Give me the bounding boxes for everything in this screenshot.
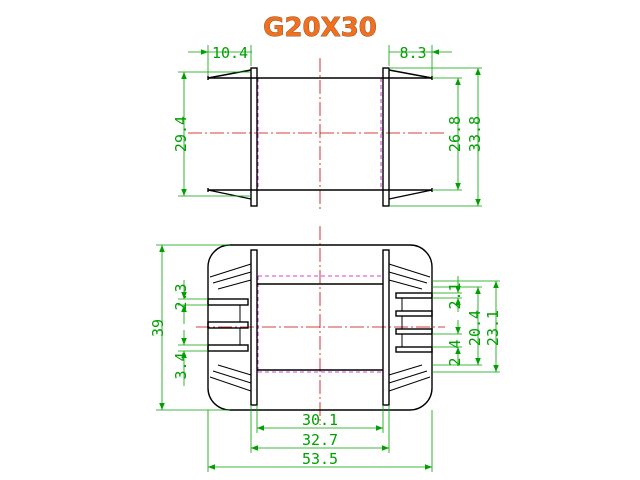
front-view-flanges [250,249,390,406]
dim-pin-offset-right: 2.4 [432,320,464,367]
svg-text:23.1: 23.1 [484,310,502,346]
front-view-left-pins [207,298,249,352]
dim-pin-offset-left: 3.4 [172,330,208,386]
svg-text:33.8: 33.8 [466,116,484,152]
dim-height-outer: 33.8 [389,67,484,207]
svg-text:10.4: 10.4 [212,44,248,62]
front-view-right-pins [395,292,433,353]
front-view-chamfers [209,263,431,392]
dim-flange-left: 10.4 [188,44,252,76]
dim-overall-width: 53.5 [207,410,433,472]
svg-text:39: 39 [149,319,167,337]
svg-text:2.3: 2.3 [172,283,190,310]
front-view-hidden-lines [257,275,384,373]
front-view-core-window [257,283,383,371]
dim-pin-pitch-left: 2.3 [172,280,208,324]
svg-text:32.7: 32.7 [302,431,338,449]
svg-text:53.5: 53.5 [302,450,338,468]
dim-window-width: 30.1 [256,405,384,433]
svg-text:2.1: 2.1 [446,282,464,309]
dim-height-inner: 26.8 [432,77,464,191]
svg-text:3.4: 3.4 [172,352,190,379]
svg-text:20.4: 20.4 [466,310,484,346]
dim-height-left: 29.4 [172,71,251,197]
svg-text:30.1: 30.1 [302,411,338,429]
front-view: 39 2.3 3.4 2.1 [149,226,502,472]
drawing-title: G20X30 [263,13,377,43]
dim-core-width: 32.7 [250,405,390,453]
dim-pin-span-inner: 20.4 [432,286,484,366]
svg-text:26.8: 26.8 [446,116,464,152]
dim-flange-right: 8.3 [388,44,452,76]
svg-text:2.4: 2.4 [446,339,464,366]
dim-pin-span-outer: 23.1 [432,280,502,373]
dim-pin-pitch-right: 2.1 [432,276,464,312]
svg-text:29.4: 29.4 [172,116,190,152]
svg-text:8.3: 8.3 [399,44,426,62]
top-view: 10.4 8.3 29.4 26.8 33 [172,44,484,210]
dim-overall-height: 39 [149,244,230,411]
